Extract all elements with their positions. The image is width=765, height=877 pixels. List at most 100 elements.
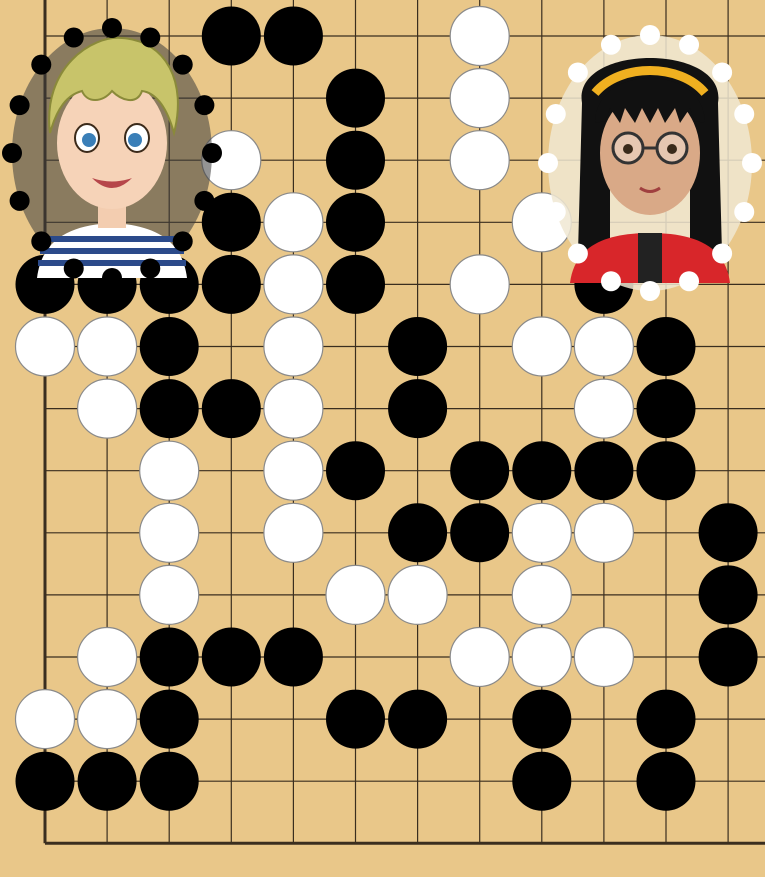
white-stone[interactable] <box>78 628 137 687</box>
ring-dot <box>601 271 621 291</box>
ring-dot <box>194 191 214 211</box>
white-stone[interactable] <box>574 628 633 687</box>
black-stone[interactable] <box>388 379 447 438</box>
white-stone[interactable] <box>388 565 447 624</box>
ring-dot <box>712 244 732 264</box>
black-stone[interactable] <box>140 379 199 438</box>
white-player-avatar[interactable] <box>538 25 762 301</box>
ring-dot <box>31 231 51 251</box>
left-eye <box>623 144 633 154</box>
ring-dot <box>140 28 160 48</box>
black-stone[interactable] <box>388 503 447 562</box>
black-stone[interactable] <box>699 628 758 687</box>
black-stone[interactable] <box>326 441 385 500</box>
black-stone[interactable] <box>140 752 199 811</box>
black-stone[interactable] <box>202 7 261 66</box>
white-stone[interactable] <box>264 379 323 438</box>
white-stone[interactable] <box>512 565 571 624</box>
white-stone[interactable] <box>78 379 137 438</box>
ring-dot <box>712 62 732 82</box>
white-stone[interactable] <box>512 628 571 687</box>
ring-dot <box>202 143 222 163</box>
ring-dot <box>546 104 566 124</box>
black-stone[interactable] <box>637 752 696 811</box>
black-stone[interactable] <box>388 690 447 749</box>
ring-dot <box>64 258 84 278</box>
ring-dot <box>2 143 22 163</box>
white-stone[interactable] <box>140 503 199 562</box>
black-stone[interactable] <box>140 628 199 687</box>
ring-dot <box>173 231 193 251</box>
ring-dot <box>10 95 30 115</box>
white-stone[interactable] <box>326 565 385 624</box>
ring-dot <box>546 202 566 222</box>
black-stone[interactable] <box>264 628 323 687</box>
black-stone[interactable] <box>326 255 385 314</box>
ring-dot <box>734 202 754 222</box>
ring-dot <box>679 271 699 291</box>
white-stone[interactable] <box>574 379 633 438</box>
white-stone[interactable] <box>574 503 633 562</box>
ring-dot <box>31 55 51 75</box>
ring-dot <box>640 281 660 301</box>
black-stone[interactable] <box>140 690 199 749</box>
black-player-avatar[interactable] <box>2 18 222 288</box>
white-stone[interactable] <box>264 255 323 314</box>
ring-dot <box>679 35 699 55</box>
face <box>57 77 167 209</box>
black-stone[interactable] <box>637 690 696 749</box>
black-stone[interactable] <box>202 379 261 438</box>
ring-dot <box>640 25 660 45</box>
ring-dot <box>538 153 558 173</box>
white-stone[interactable] <box>450 7 509 66</box>
black-stone[interactable] <box>264 7 323 66</box>
black-stone[interactable] <box>574 441 633 500</box>
white-stone[interactable] <box>140 441 199 500</box>
black-stone[interactable] <box>450 441 509 500</box>
black-stone[interactable] <box>326 193 385 252</box>
white-stone[interactable] <box>78 690 137 749</box>
white-stone[interactable] <box>264 503 323 562</box>
white-stone[interactable] <box>140 565 199 624</box>
white-stone[interactable] <box>450 69 509 128</box>
black-stone[interactable] <box>388 317 447 376</box>
black-stone[interactable] <box>450 503 509 562</box>
black-stone[interactable] <box>637 317 696 376</box>
black-stone[interactable] <box>699 503 758 562</box>
black-stone[interactable] <box>512 752 571 811</box>
white-stone[interactable] <box>264 441 323 500</box>
black-stone[interactable] <box>78 752 137 811</box>
white-stone[interactable] <box>574 317 633 376</box>
white-stone[interactable] <box>512 503 571 562</box>
ring-dot <box>601 35 621 55</box>
right-iris <box>128 133 142 147</box>
ring-dot <box>568 244 588 264</box>
ring-dot <box>734 104 754 124</box>
shirt <box>638 233 662 283</box>
black-stone[interactable] <box>512 690 571 749</box>
black-stone[interactable] <box>637 441 696 500</box>
white-stone[interactable] <box>16 690 75 749</box>
white-stone[interactable] <box>450 255 509 314</box>
white-stone[interactable] <box>512 317 571 376</box>
black-stone[interactable] <box>699 565 758 624</box>
white-stone[interactable] <box>264 317 323 376</box>
white-stone[interactable] <box>264 193 323 252</box>
black-stone[interactable] <box>637 379 696 438</box>
black-stone[interactable] <box>202 628 261 687</box>
right-eye <box>667 144 677 154</box>
black-stone[interactable] <box>326 131 385 190</box>
white-stone[interactable] <box>16 317 75 376</box>
white-stone[interactable] <box>78 317 137 376</box>
black-stone[interactable] <box>512 441 571 500</box>
black-stone[interactable] <box>140 317 199 376</box>
black-stone[interactable] <box>326 69 385 128</box>
black-stone[interactable] <box>202 255 261 314</box>
white-stone[interactable] <box>450 628 509 687</box>
white-stone[interactable] <box>450 131 509 190</box>
ring-dot <box>102 18 122 38</box>
black-stone[interactable] <box>326 690 385 749</box>
black-stone[interactable] <box>16 752 75 811</box>
